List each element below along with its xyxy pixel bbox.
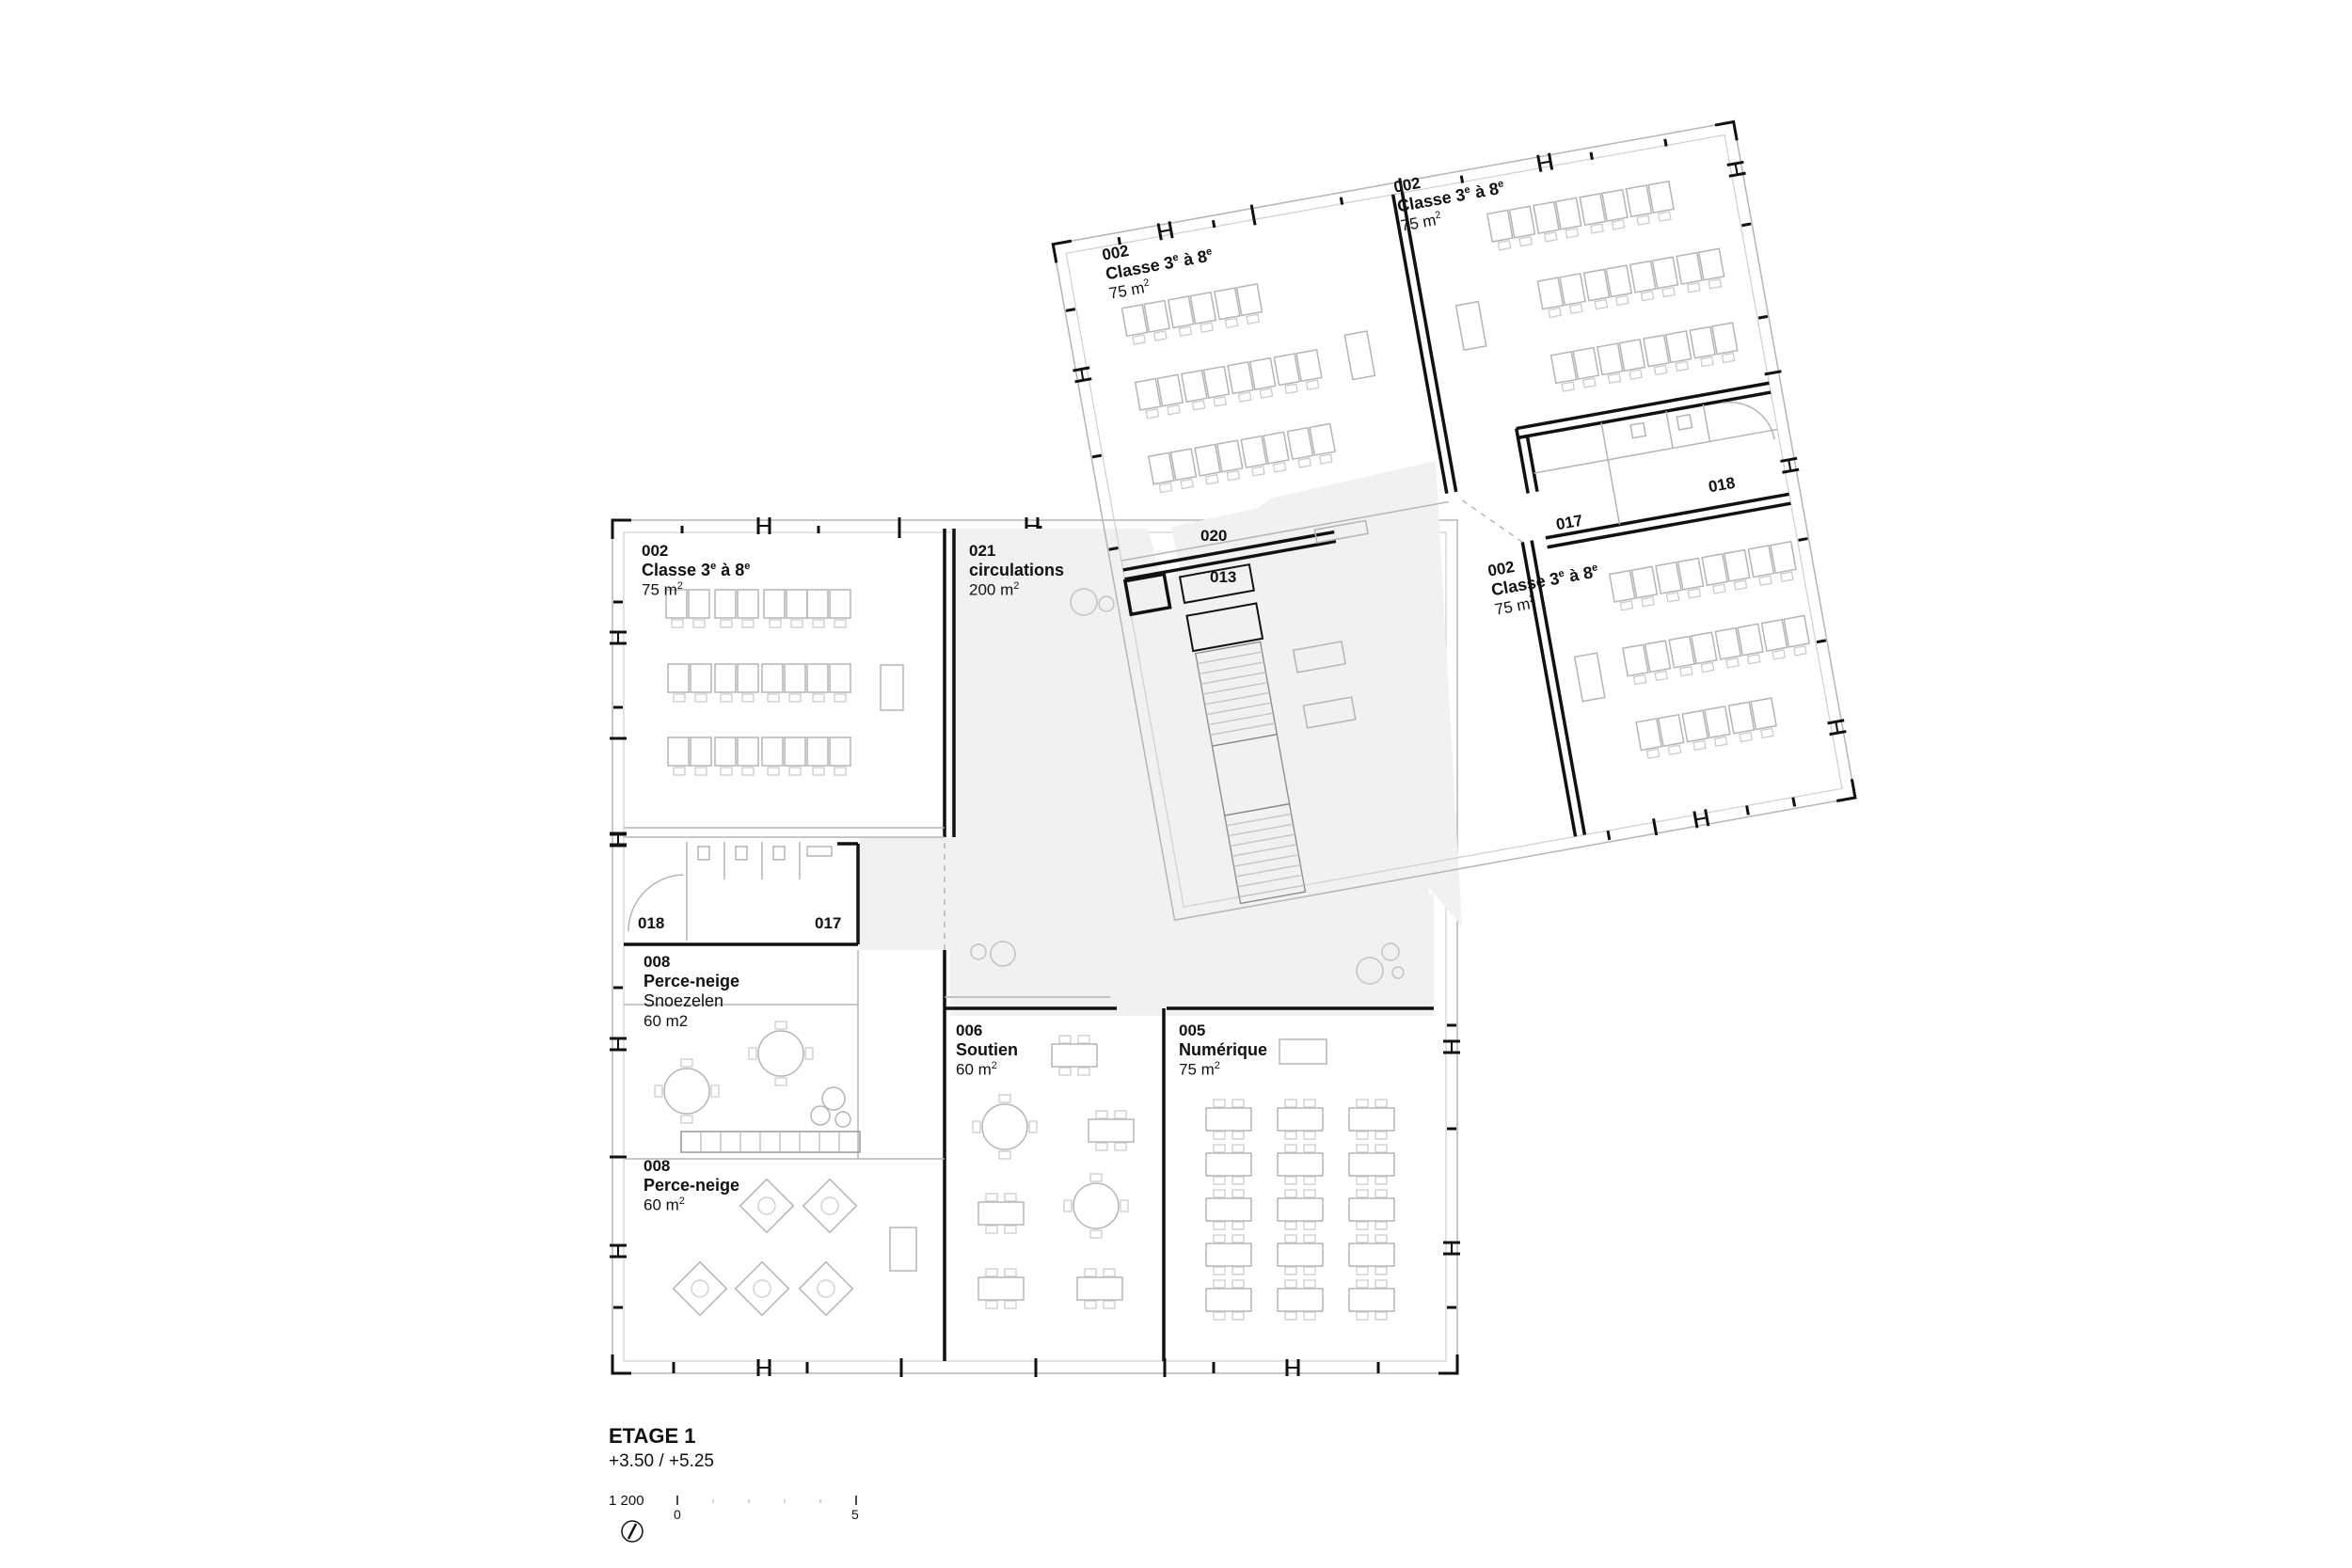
soutien-furniture [972, 1035, 1135, 1309]
scale-ratio: 1 200 [609, 1493, 644, 1509]
scale-bar [676, 1496, 857, 1505]
numerique-furniture [1205, 1038, 1395, 1321]
orthogonal-wing [608, 461, 1462, 1378]
room-tag-017-west: 017 [815, 914, 842, 932]
snoezelen-furniture [654, 1021, 861, 1153]
room-tag-013: 013 [1210, 568, 1237, 586]
room-tag-018-west: 018 [638, 914, 665, 932]
rotated-wing [1051, 119, 1857, 922]
scale-tick-end: 5 [851, 1507, 859, 1522]
circulation-furniture [970, 588, 1405, 985]
floor-levels: +3.50 / +5.25 [609, 1451, 714, 1471]
room-tag-020: 020 [1200, 527, 1228, 545]
floor-legend: ETAGE 1 +3.50 / +5.25 [609, 1424, 714, 1472]
scale-tick-start: 0 [674, 1507, 681, 1522]
perce-neige-furniture [672, 1178, 917, 1317]
north-arrow-icon [621, 1520, 644, 1543]
floor-title: ETAGE 1 [609, 1424, 696, 1448]
west-classroom-furniture [665, 589, 904, 776]
